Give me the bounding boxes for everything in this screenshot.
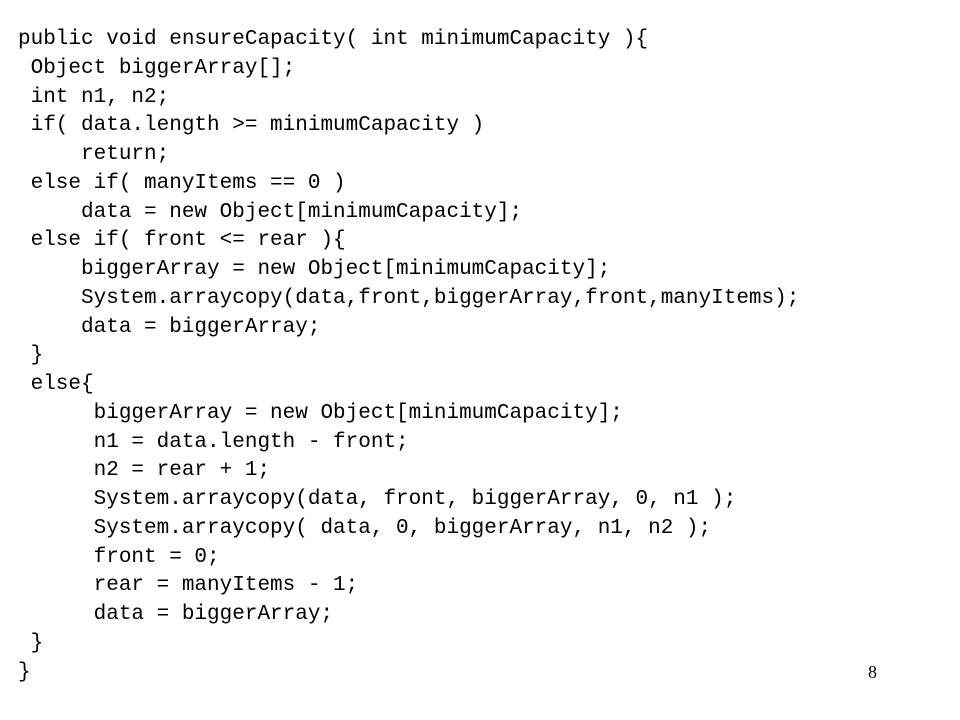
code-line-15: n1 = data.length - front; — [18, 430, 409, 454]
code-line-22: } — [18, 631, 44, 655]
code-line-5: return; — [18, 143, 170, 166]
code-line-17: System.arraycopy(data, front, biggerArra… — [18, 488, 737, 511]
code-line-13: else{ — [18, 373, 94, 396]
code-line-1: public void ensureCapacity( int minimumC… — [18, 28, 649, 51]
code-line-3: int n1, n2; — [18, 85, 170, 109]
page-number: 8 — [868, 662, 877, 682]
code-line-18: System.arraycopy( data, 0, biggerArray, … — [18, 516, 712, 540]
code-line-12: } — [18, 344, 44, 368]
code-line-11: data = biggerArray; — [18, 315, 321, 339]
code-block: public void ensureCapacity( int minimumC… — [18, 26, 948, 687]
code-line-21: data = biggerArray; — [18, 603, 334, 626]
code-line-9: biggerArray = new Object[minimumCapacity… — [18, 258, 611, 281]
code-line-8: else if( front <= rear ){ — [18, 229, 346, 253]
code-line-6: else if( manyItems == 0 ) — [18, 171, 346, 195]
code-line-19: front = 0; — [18, 545, 220, 569]
code-line-10: System.arraycopy(data,front,biggerArray,… — [18, 286, 800, 310]
code-line-14: biggerArray = new Object[minimumCapacity… — [18, 401, 623, 425]
code-line-4: if( data.length >= minimumCapacity ) — [18, 114, 485, 138]
code-line-7: data = new Object[minimumCapacity]; — [18, 200, 523, 224]
code-line-2: Object biggerArray[]; — [18, 56, 296, 80]
code-line-20: rear = manyItems - 1; — [18, 574, 359, 598]
code-line-23: } — [18, 660, 31, 684]
code-line-16: n2 = rear + 1; — [18, 459, 271, 483]
